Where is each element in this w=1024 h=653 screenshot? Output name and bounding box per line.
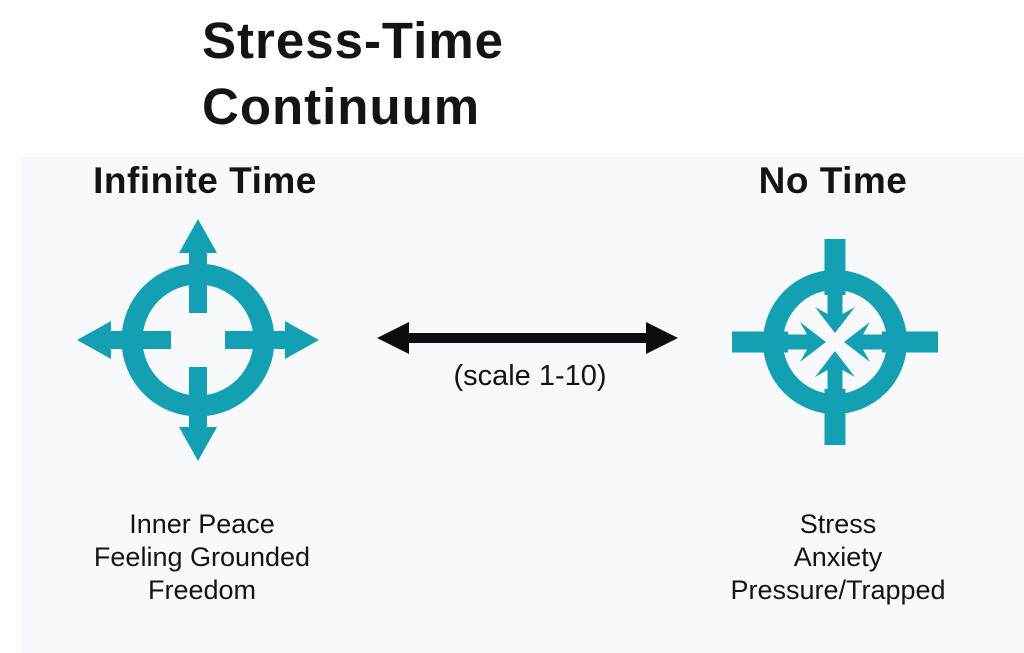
- left-pole-heading: Infinite Time: [93, 160, 317, 201]
- left-pole-traits: Inner Peace Feeling Grounded Freedom: [52, 508, 352, 607]
- trait-line: Inner Peace: [129, 509, 275, 539]
- trait-line: Feeling Grounded: [93, 542, 311, 572]
- trait-line: Stress: [799, 509, 877, 539]
- scale-label: (scale 1-10): [453, 360, 607, 392]
- trait-line: Freedom: [147, 575, 257, 605]
- right-pole-traits: Stress Anxiety Pressure/Trapped: [688, 508, 988, 607]
- right-pole-heading: No Time: [758, 160, 908, 201]
- trait-line: Anxiety: [793, 542, 883, 572]
- converging-arrows-compass-icon: [710, 217, 960, 467]
- double-headed-arrow-icon: [375, 320, 680, 361]
- expanding-arrows-compass-icon: [73, 215, 323, 465]
- page-title: Stress-Time Continuum: [202, 12, 505, 135]
- trait-line: Pressure/Trapped: [730, 575, 946, 605]
